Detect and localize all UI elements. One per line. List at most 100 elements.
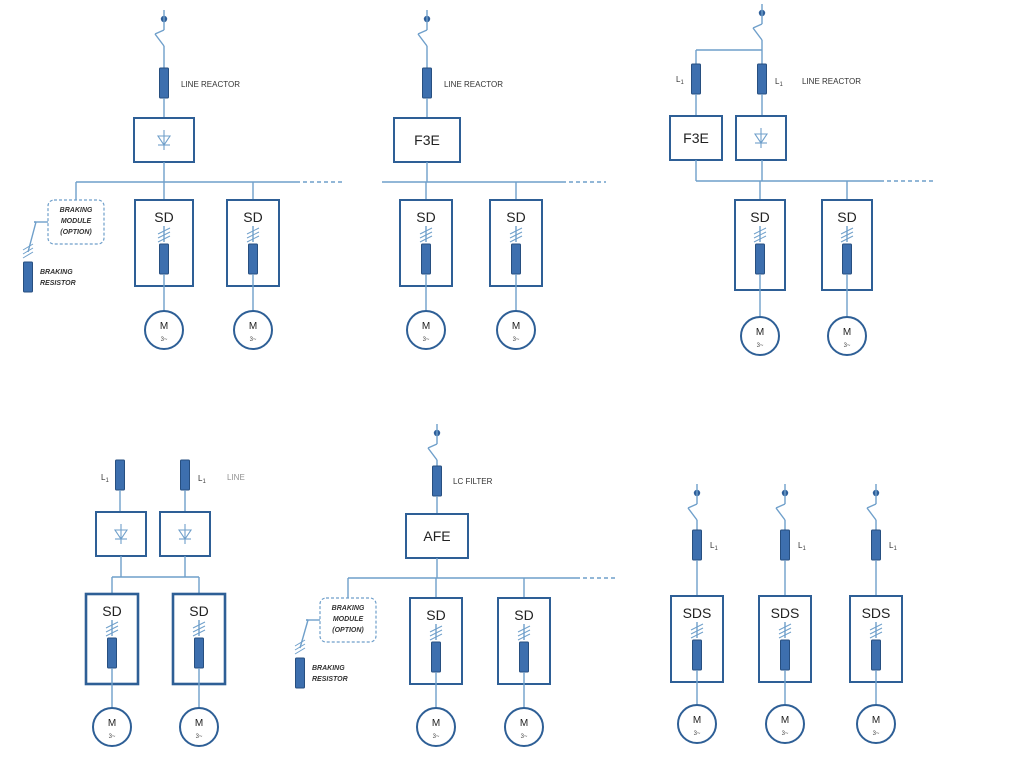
reactor-coil bbox=[780, 529, 790, 561]
braking-module-label: MODULE bbox=[333, 616, 364, 623]
sd-label: SD bbox=[837, 209, 856, 225]
hatch-mark bbox=[157, 235, 171, 243]
motor-label: M bbox=[195, 718, 203, 729]
reactor-coil bbox=[180, 459, 190, 491]
motor-label: M bbox=[520, 718, 528, 729]
motor-phase-label: 3~ bbox=[873, 731, 880, 737]
hatch-mark bbox=[105, 625, 119, 633]
braking-resistor-label: RESISTOR bbox=[312, 676, 348, 683]
diode-triangle bbox=[156, 135, 172, 146]
sd-label: SD bbox=[426, 607, 445, 623]
f3e-label: F3E bbox=[414, 132, 440, 148]
f3e-box bbox=[669, 115, 723, 161]
hatch-mark bbox=[157, 231, 171, 239]
inductor-label: L1 bbox=[775, 77, 783, 88]
hatch-mark bbox=[192, 625, 206, 633]
switch-blade bbox=[752, 23, 763, 29]
braking-module-label: BRAKING bbox=[332, 605, 365, 612]
reactor-coil bbox=[692, 529, 702, 561]
motor-label: M bbox=[432, 718, 440, 729]
line-label: LINE bbox=[227, 473, 245, 482]
hatch-mark bbox=[192, 629, 206, 637]
motor-phase-label: 3~ bbox=[757, 343, 764, 349]
switch-blade bbox=[417, 29, 428, 35]
hatch-mark bbox=[690, 631, 704, 639]
hatch-mark bbox=[105, 621, 119, 629]
switch-blade-lower bbox=[866, 507, 877, 521]
motor-circle bbox=[92, 707, 132, 747]
hatch-mark bbox=[753, 231, 767, 239]
motor-phase-label: 3~ bbox=[521, 734, 528, 740]
braking-module-label: (OPTION) bbox=[60, 229, 92, 236]
resistor-feed bbox=[299, 619, 309, 649]
switch-blade bbox=[427, 443, 438, 449]
hatch-mark bbox=[419, 227, 433, 235]
hatch-mark bbox=[869, 627, 883, 635]
hatch-mark bbox=[246, 231, 260, 239]
motor-phase-label: 3~ bbox=[109, 734, 116, 740]
diagram-afe-lc-filter: LC FILTERAFEBRAKINGMODULE(OPTION)BRAKING… bbox=[294, 424, 618, 747]
switch-blade bbox=[866, 503, 877, 509]
hatch-mark bbox=[22, 251, 34, 259]
sd-label: SD bbox=[506, 209, 525, 225]
hatch-mark bbox=[429, 633, 443, 641]
motor-circle bbox=[144, 310, 184, 350]
motor-label: M bbox=[781, 715, 789, 726]
hatch-mark bbox=[778, 623, 792, 631]
motor-circle bbox=[765, 704, 805, 744]
f3e-box bbox=[393, 117, 461, 163]
braking-module-box bbox=[319, 597, 377, 643]
reactor-coil bbox=[115, 459, 125, 491]
reactor-coil bbox=[159, 67, 169, 99]
hatch-mark bbox=[840, 231, 854, 239]
braking-module-box bbox=[47, 199, 105, 245]
motor-phase-label: 3~ bbox=[513, 337, 520, 343]
line-reactor-label: LINE REACTOR bbox=[181, 80, 240, 89]
inductor-label: L1 bbox=[798, 541, 806, 552]
motor-phase-label: 3~ bbox=[250, 337, 257, 343]
reactor-coil bbox=[871, 529, 881, 561]
reactor-coil bbox=[692, 639, 702, 671]
hatch-mark bbox=[840, 235, 854, 243]
motor-circle bbox=[856, 704, 896, 744]
motor-label: M bbox=[872, 715, 880, 726]
sds-label: SDS bbox=[771, 605, 800, 621]
braking-module-label: MODULE bbox=[61, 218, 92, 225]
braking-module-label: BRAKING bbox=[60, 207, 93, 214]
braking-module-label: (OPTION) bbox=[332, 627, 364, 634]
reactor-coil bbox=[23, 261, 33, 293]
motor-circle bbox=[496, 310, 536, 350]
hatch-mark bbox=[429, 629, 443, 637]
reactor-coil bbox=[248, 243, 258, 275]
inductor-label: L1 bbox=[710, 541, 718, 552]
hatch-mark bbox=[517, 633, 531, 641]
sd-label: SD bbox=[102, 603, 121, 619]
hatch-mark bbox=[690, 627, 704, 635]
reactor-coil bbox=[780, 639, 790, 671]
motor-circle bbox=[827, 316, 867, 356]
afe-label: AFE bbox=[423, 528, 450, 544]
hatch-mark bbox=[419, 235, 433, 243]
inductor-subscript: 1 bbox=[779, 82, 783, 88]
inductor-label: L1 bbox=[101, 473, 109, 484]
hatch-mark bbox=[690, 623, 704, 631]
diode-triangle bbox=[753, 133, 769, 144]
motor-label: M bbox=[160, 321, 168, 332]
motor-label: M bbox=[108, 718, 116, 729]
line-reactor-label: LINE REACTOR bbox=[802, 77, 861, 86]
hatch-mark bbox=[869, 631, 883, 639]
hatch-mark bbox=[294, 647, 306, 655]
reactor-coil bbox=[295, 657, 305, 689]
reactor-coil bbox=[421, 243, 431, 275]
hatch-mark bbox=[192, 621, 206, 629]
hatch-mark bbox=[157, 227, 171, 235]
hatch-mark bbox=[509, 235, 523, 243]
hatch-mark bbox=[778, 627, 792, 635]
motor-phase-label: 3~ bbox=[433, 734, 440, 740]
resistor-feed bbox=[27, 221, 37, 253]
hatch-mark bbox=[429, 625, 443, 633]
sd-label: SD bbox=[750, 209, 769, 225]
